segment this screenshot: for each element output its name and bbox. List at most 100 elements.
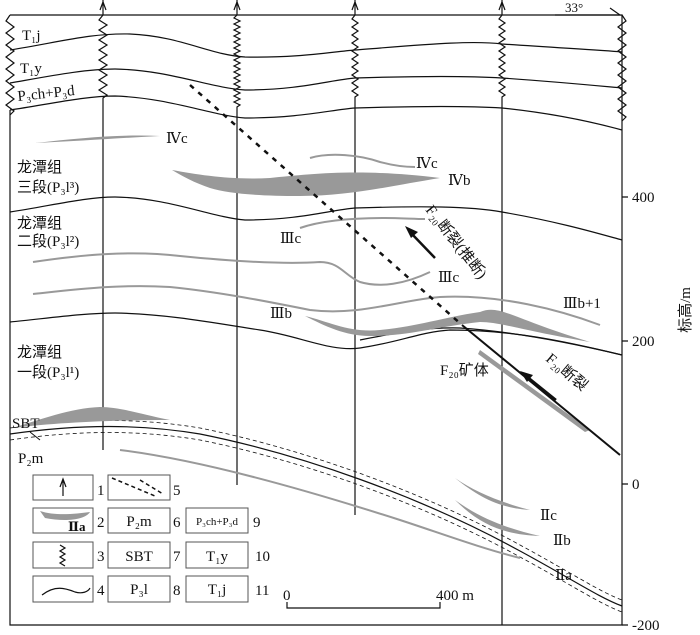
axis-title: 标高/m <box>677 287 694 333</box>
legend-num-2: 2 <box>97 515 105 531</box>
elevation-axis: 400 200 0 -200 标高/m <box>622 190 694 634</box>
boundary-p3chd-base <box>9 95 623 131</box>
legend-box-6 <box>107 507 171 534</box>
fault-movement-arrow <box>520 371 557 401</box>
legend-orebody-icon <box>40 511 90 520</box>
tick-400: 400 <box>632 190 655 206</box>
legend-box-2 <box>32 507 94 534</box>
label-ivb: Ⅳb <box>448 173 471 189</box>
legend-text-11: T₁j <box>208 582 227 598</box>
sbt-pointer <box>29 431 41 441</box>
label-ivc-right: Ⅳc <box>416 156 438 172</box>
legend-fault-icon <box>111 477 164 497</box>
scale-start: 0 <box>283 588 291 604</box>
legend-box-8 <box>107 575 171 603</box>
orebody-iiic-right <box>32 252 431 286</box>
label-fault-known: F₂₀断裂 <box>542 350 590 394</box>
well-4 <box>497 0 507 625</box>
stratum-sbt: SBT <box>12 416 40 432</box>
well-1 <box>97 0 109 450</box>
orebody-f20 <box>478 350 590 432</box>
tick-0: 0 <box>632 477 640 493</box>
label-iiic-right: Ⅲc <box>438 270 459 286</box>
legend-text-10: T₁y <box>206 549 228 565</box>
legend-num-3: 3 <box>97 549 105 565</box>
orebody-iiic-left <box>299 216 426 229</box>
boundary-p3l3-base <box>9 196 623 241</box>
tick-minus-200: -200 <box>632 618 660 634</box>
legend-box-7 <box>107 541 171 569</box>
right-edge-zigzag <box>617 14 627 122</box>
boundary-t1j-base <box>9 33 623 58</box>
label-iiib1: Ⅲb+1 <box>563 296 601 312</box>
orebody-ivc-right <box>309 153 416 168</box>
orebody-iia <box>119 449 521 559</box>
dip-label: 33° <box>565 0 583 15</box>
dip-indicator <box>555 7 622 16</box>
boundary-t1y-base <box>9 68 623 91</box>
stratum-t1j: T₁j <box>22 28 41 44</box>
legend-box-9 <box>185 507 249 534</box>
legend-text-7: SBT <box>125 549 153 565</box>
legend-num-11: 11 <box>255 583 269 599</box>
legend-num-10: 10 <box>255 549 270 565</box>
legend-num-5: 5 <box>173 483 181 499</box>
legend-num-7: 7 <box>173 549 181 565</box>
stratum-p2m: P₂m <box>18 451 44 467</box>
orebody-ivb <box>172 170 440 196</box>
orebody-iic <box>455 478 530 510</box>
label-iib: Ⅱb <box>553 533 571 549</box>
boundary-sbt <box>9 425 623 607</box>
legend-box-10 <box>185 541 249 569</box>
legend-box-5 <box>107 474 171 501</box>
legend-text-9: P₃ch+P₃d <box>196 516 238 528</box>
well-3 <box>350 0 360 515</box>
legend-box-3 <box>32 541 94 569</box>
tick-200: 200 <box>632 334 655 350</box>
legend-boundary-icon <box>41 587 91 596</box>
label-ivc-left: Ⅳc <box>166 131 188 147</box>
orebody-ivc-left <box>35 135 160 143</box>
label-iia: Ⅱa <box>555 568 572 584</box>
boundary-p2m-dashed <box>9 432 623 613</box>
legend-num-9: 9 <box>253 515 261 531</box>
stratum-p3chd: P₃ch+P₃d <box>17 83 76 105</box>
label-iiic-left: Ⅲc <box>280 231 301 247</box>
boundary-sbt-upper-dashed <box>9 420 623 601</box>
stratum-p3l1-name: 龙潭组 <box>17 344 62 361</box>
orebody-iib <box>455 500 540 536</box>
label-iic: Ⅱc <box>540 508 557 524</box>
fault-movement-arrow-inferred <box>405 226 436 259</box>
legend-zigzag-icon <box>58 544 67 567</box>
orebody-iiib1 <box>32 285 601 326</box>
orebody-iiib <box>305 309 590 342</box>
fault-f20 <box>461 324 621 456</box>
legend-num-8: 8 <box>173 583 181 599</box>
legend-text-2: Ⅱa <box>68 519 86 534</box>
orebody-sbt <box>12 407 170 428</box>
boundary-p3l2-base <box>9 312 623 356</box>
legend-num-1: 1 <box>97 483 105 499</box>
label-f20-ore: F₂₀矿体 <box>440 362 489 379</box>
legend <box>32 474 249 603</box>
stratum-p3l1-member: 一段(P₃l¹) <box>17 364 79 381</box>
left-edge-zigzag <box>5 14 15 116</box>
well-2 <box>232 0 242 485</box>
stratum-p3l2-member: 二段(P₃l²) <box>17 233 79 250</box>
legend-text-6: P₂m <box>126 514 152 530</box>
label-iiib: Ⅲb <box>270 306 292 322</box>
legend-box-11 <box>185 575 249 603</box>
fault-f20-inferred <box>189 84 463 326</box>
stratum-t1y: T₁y <box>20 61 42 77</box>
legend-box-4 <box>32 575 94 603</box>
scale-end: 400 m <box>436 588 474 604</box>
legend-box-1 <box>32 474 94 501</box>
scale-bar: 0 400 m <box>283 588 474 609</box>
legend-well-arrow-icon <box>59 477 67 496</box>
legend-num-6: 6 <box>173 515 181 531</box>
legend-num-4: 4 <box>97 583 105 599</box>
stratum-p3l3-name: 龙潭组 <box>17 159 62 176</box>
legend-text-8: P₃l <box>130 582 148 598</box>
stratum-p3l3-member: 三段(P₃l³) <box>17 179 79 196</box>
